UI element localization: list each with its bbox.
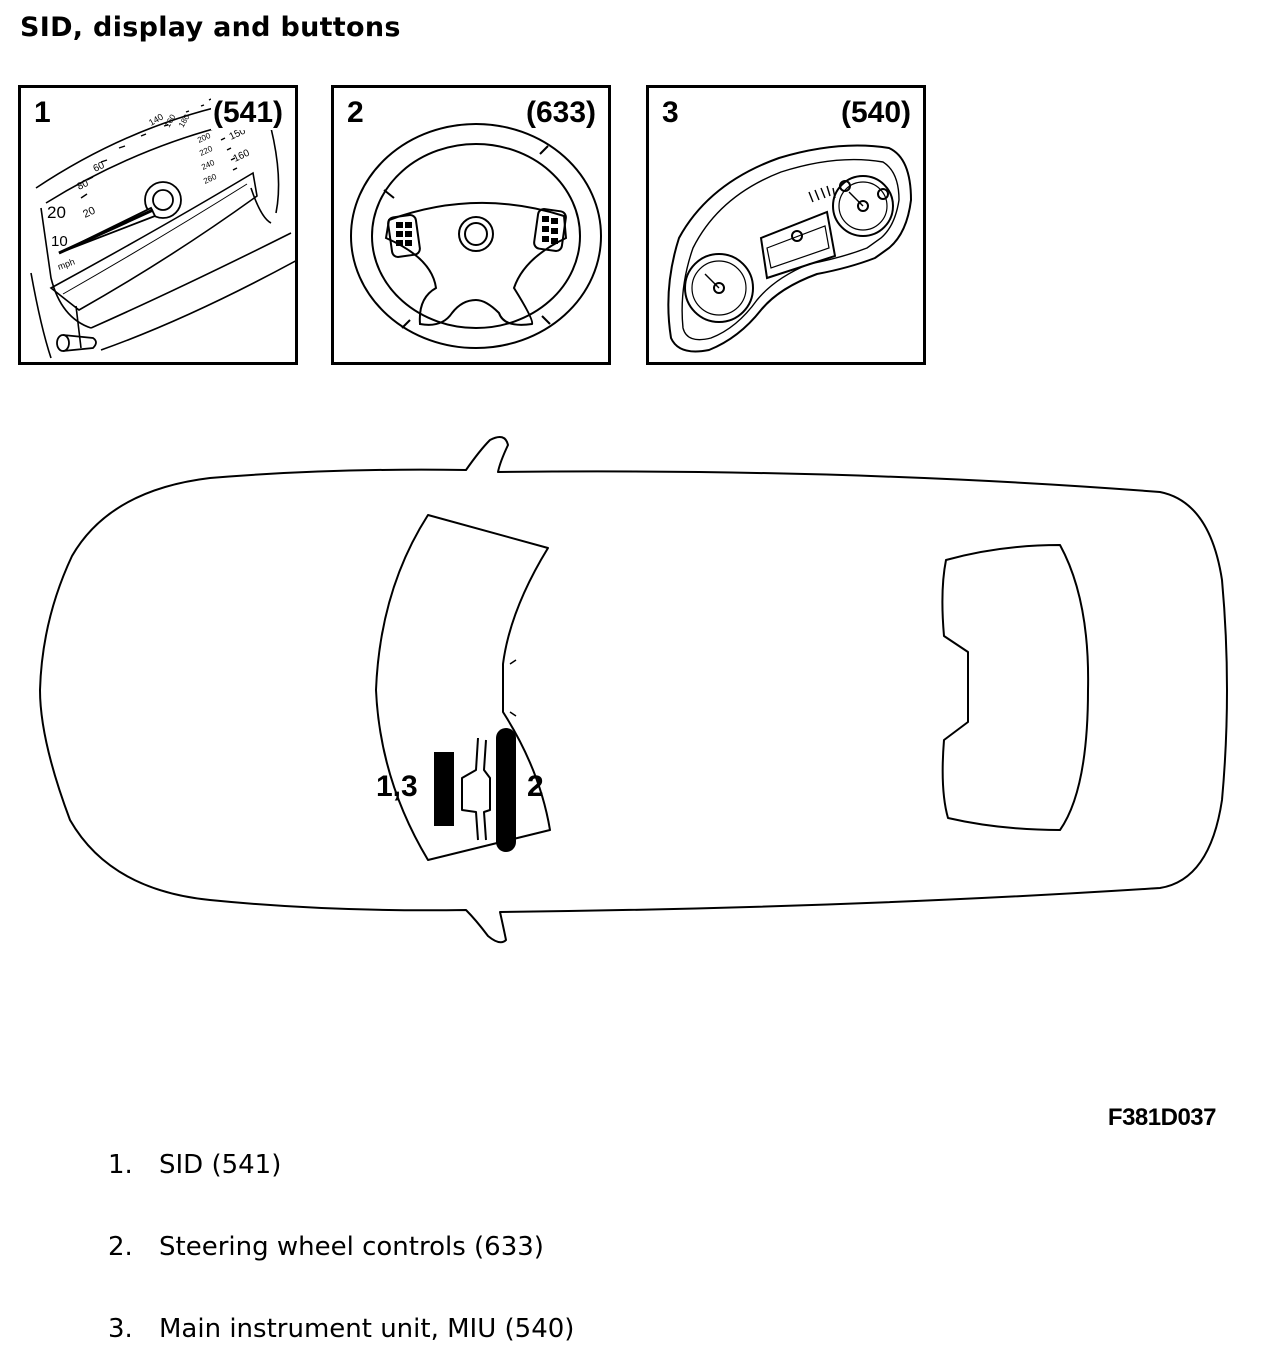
panel-number: 2: [347, 96, 364, 129]
legend-text: Main instrument unit, MIU (540): [159, 1314, 575, 1344]
gauge-unit-label: mph: [56, 256, 76, 271]
instrument-unit-illustration: [667, 144, 913, 353]
steering-wheel-bar: [496, 728, 516, 852]
gauge-tick-label: 220: [198, 144, 214, 158]
gauge-tick-label: 80: [76, 178, 91, 193]
panel-instrument-unit: 3 (540): [646, 85, 926, 365]
instrument-bar: [434, 752, 454, 826]
steering-wheel-illustration: [350, 123, 602, 349]
rear-window-outline: [941, 544, 1090, 831]
panel-number: 3: [662, 96, 679, 129]
legend-text: SID (541): [159, 1150, 282, 1180]
figure-code: F381D037: [1107, 1104, 1217, 1131]
panel-number: 1: [34, 96, 51, 129]
legend-item: 3. Main instrument unit, MIU (540): [108, 1314, 574, 1344]
legend-item: 1. SID (541): [108, 1150, 281, 1180]
panel-code: (541): [210, 96, 285, 130]
panel-code: (633): [523, 96, 598, 130]
gauge-tick-label: 10: [51, 233, 68, 250]
legend-number: 2.: [108, 1232, 133, 1262]
car-body-outline: [39, 435, 1228, 944]
car-label-sid-miu: 1,3: [376, 770, 418, 803]
gauge-tick-label: 140: [147, 112, 165, 128]
legend-number: 3.: [108, 1314, 133, 1344]
gauge-tick-label: 60: [92, 160, 107, 175]
gauge-tick-label: 20: [47, 203, 66, 222]
panel-sid: 80 60 20 140 160 180 200 220 240 260 20 …: [18, 85, 298, 365]
gauge-tick-label: 160: [163, 112, 178, 129]
panel-code: (540): [838, 96, 913, 130]
windshield-outline: [375, 514, 551, 861]
car-label-steering: 2: [527, 770, 544, 803]
legend-text: Steering wheel controls (633): [159, 1232, 544, 1262]
sid-illustration: 80 60 20 140 160 180 200 220 240 260 20 …: [30, 97, 295, 359]
legend-item: 2. Steering wheel controls (633): [108, 1232, 544, 1262]
gauge-tick-label: 20: [81, 205, 97, 221]
legend-number: 1.: [108, 1150, 133, 1180]
gauge-mph-label: 160: [232, 148, 252, 165]
gauge-tick-label: 260: [202, 172, 218, 186]
page-title: SID, display and buttons: [20, 12, 401, 43]
steering-column: [461, 737, 479, 841]
gauge-tick-label: 240: [200, 158, 216, 172]
car-top-view: [39, 435, 1228, 944]
panel-steering-wheel: 2 (633): [331, 85, 611, 365]
